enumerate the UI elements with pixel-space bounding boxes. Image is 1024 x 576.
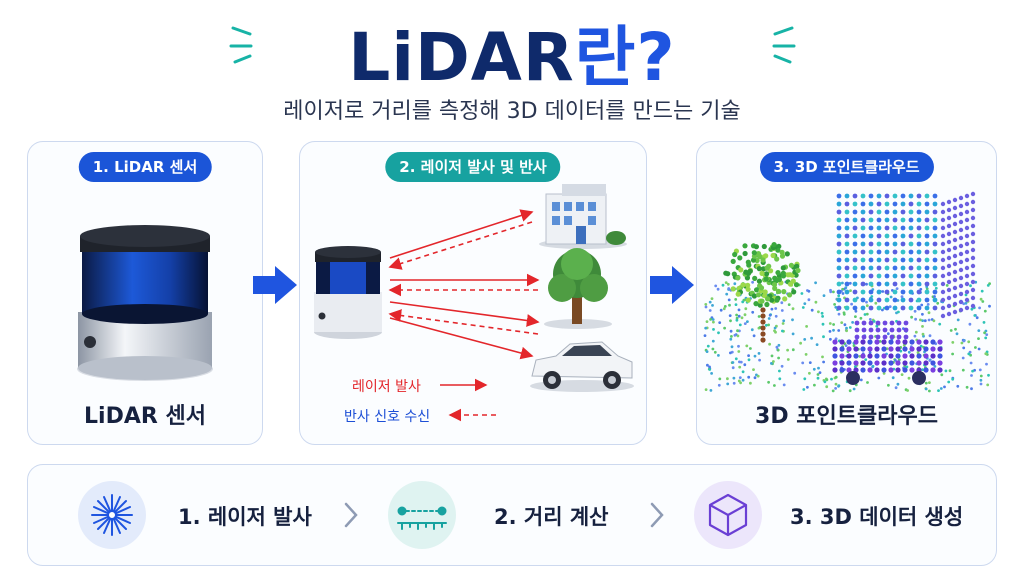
panel-laser-emission: 2. 레이저 발사 및 반사 xyxy=(299,141,647,445)
distance-ruler-icon xyxy=(397,506,447,530)
laser-burst-icon xyxy=(91,494,133,536)
step-icon-container xyxy=(78,481,146,549)
step-icon-container xyxy=(694,481,762,549)
title-accent: 란? xyxy=(574,19,676,96)
title-main: LiDAR xyxy=(348,19,575,96)
flow-arrow-icon xyxy=(253,266,297,304)
step-label: 2. 거리 계산 xyxy=(494,505,609,529)
panel-lidar-sensor: 1. LiDAR 센서 LiDAR 센서 xyxy=(27,141,263,445)
panel-point-cloud: 3. 3D 포인트클라우드 3D 포인트클라우드 xyxy=(696,141,997,445)
panel-caption: 3D 포인트클라우드 xyxy=(755,404,938,429)
page-title: LiDAR란? xyxy=(0,4,1024,100)
page-subtitle: 레이저로 거리를 측정해 3D 데이터를 만드는 기술 xyxy=(283,99,741,124)
chevron-right-icon xyxy=(650,502,664,528)
panel-badge: 1. LiDAR 센서 xyxy=(78,152,212,182)
car-icon xyxy=(530,341,634,392)
legend-return-label: 반사 신호 수신 xyxy=(344,409,431,425)
chevron-right-icon xyxy=(344,502,358,528)
legend-emit-label: 레이저 발사 xyxy=(352,379,421,395)
process-steps-bar: 1. 레이저 발사 2. 거리 계산 3. 3D 데이터 생성 xyxy=(27,464,997,566)
tree-icon xyxy=(544,248,612,329)
cube-icon xyxy=(708,493,748,537)
panel-badge: 2. 레이저 발사 및 반사 xyxy=(385,152,561,182)
flow-arrow-icon xyxy=(650,266,694,304)
laser-scene-illustration xyxy=(314,184,634,422)
step-label: 3. 3D 데이터 생성 xyxy=(790,505,964,529)
step-label: 1. 레이저 발사 xyxy=(178,505,312,529)
small-lidar-sensor xyxy=(314,246,382,339)
title-sparkle-decoration xyxy=(229,26,796,64)
point-cloud-illustration xyxy=(703,191,991,393)
panel-caption: LiDAR 센서 xyxy=(84,404,206,429)
panel-badge: 3. 3D 포인트클라우드 xyxy=(759,152,934,182)
building-icon xyxy=(539,184,627,249)
step-icon-container xyxy=(388,481,456,549)
lidar-sensor-illustration xyxy=(77,225,213,381)
